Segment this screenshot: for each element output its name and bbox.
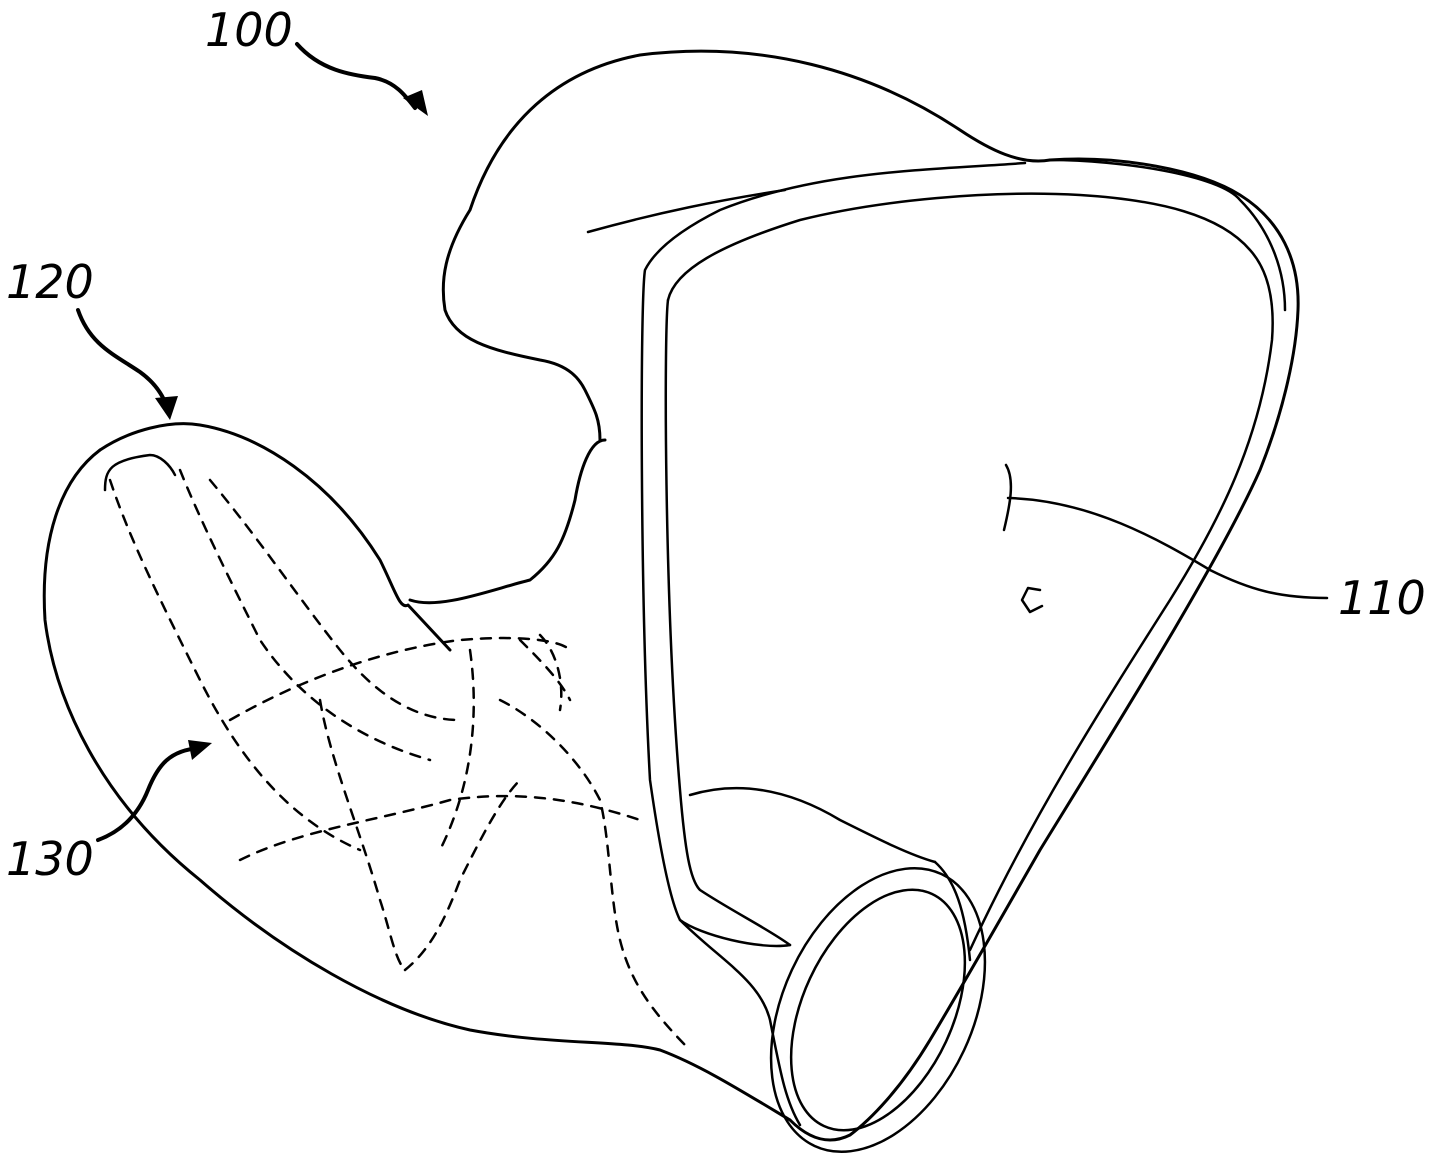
nozzle-tube [678, 786, 987, 1154]
label-100: 100 [205, 3, 293, 57]
label-120: 120 [6, 255, 94, 309]
arrowhead-icon [188, 740, 212, 760]
leader-130 [96, 740, 212, 842]
arrowhead-icon [155, 396, 178, 420]
leader-120 [76, 308, 178, 420]
label-110: 110 [1338, 571, 1426, 625]
face-mark [1020, 586, 1044, 614]
leader-110 [1002, 463, 1329, 600]
leader-100 [295, 42, 428, 116]
label-130: 130 [6, 832, 94, 886]
device-body [42, 49, 1300, 1142]
faceplate-rim [586, 158, 1287, 952]
internal-structure-dashed [108, 468, 692, 1052]
arrowhead-icon [403, 90, 428, 116]
